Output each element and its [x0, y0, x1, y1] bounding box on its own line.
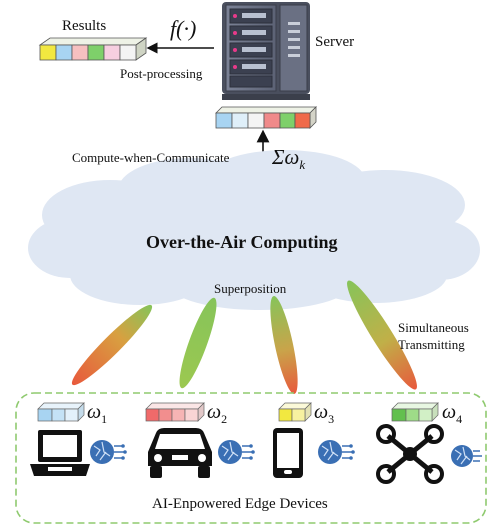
results-label: Results — [62, 18, 107, 34]
transmission-beams — [71, 280, 417, 394]
simultaneous-label-line1: Simultaneous — [398, 320, 469, 335]
sum-label: Σωk — [272, 145, 306, 173]
weight-label-4: ω4 — [442, 401, 463, 426]
post-processing-label: Post-processing — [120, 66, 203, 81]
superposition-label: Superposition — [214, 281, 287, 296]
drone-icon — [376, 424, 444, 484]
device-3-blocks — [278, 402, 312, 422]
phone-icon — [273, 428, 303, 478]
cloud-title: Over-the-Air Computing — [146, 232, 338, 252]
ai-brain-icon — [318, 440, 355, 464]
ai-brain-icon — [218, 440, 255, 464]
device-4-blocks — [391, 402, 439, 422]
device-2-blocks — [145, 402, 205, 422]
aggregate-blocks — [215, 106, 317, 129]
weight-label-3: ω3 — [314, 401, 335, 426]
server-label: Server — [315, 34, 355, 50]
cloud-shape — [28, 150, 480, 310]
results-blocks — [38, 37, 148, 61]
weight-label-2: ω2 — [207, 401, 228, 426]
edge-devices-box — [15, 392, 487, 524]
simultaneous-label-line2: Transmitting — [398, 337, 465, 352]
laptop-icon — [30, 430, 90, 476]
devices-label: AI-Enpowered Edge Devices — [152, 496, 328, 512]
function-label: f(·) — [170, 16, 197, 41]
car-icon — [148, 428, 212, 478]
weight-label-1: ω1 — [87, 401, 108, 426]
ai-brain-icon — [451, 445, 482, 467]
ai-brain-icon — [90, 440, 127, 464]
device-1-blocks — [37, 402, 85, 422]
compute-label: Compute-when-Communicate — [72, 150, 230, 165]
server-icon — [222, 2, 310, 100]
